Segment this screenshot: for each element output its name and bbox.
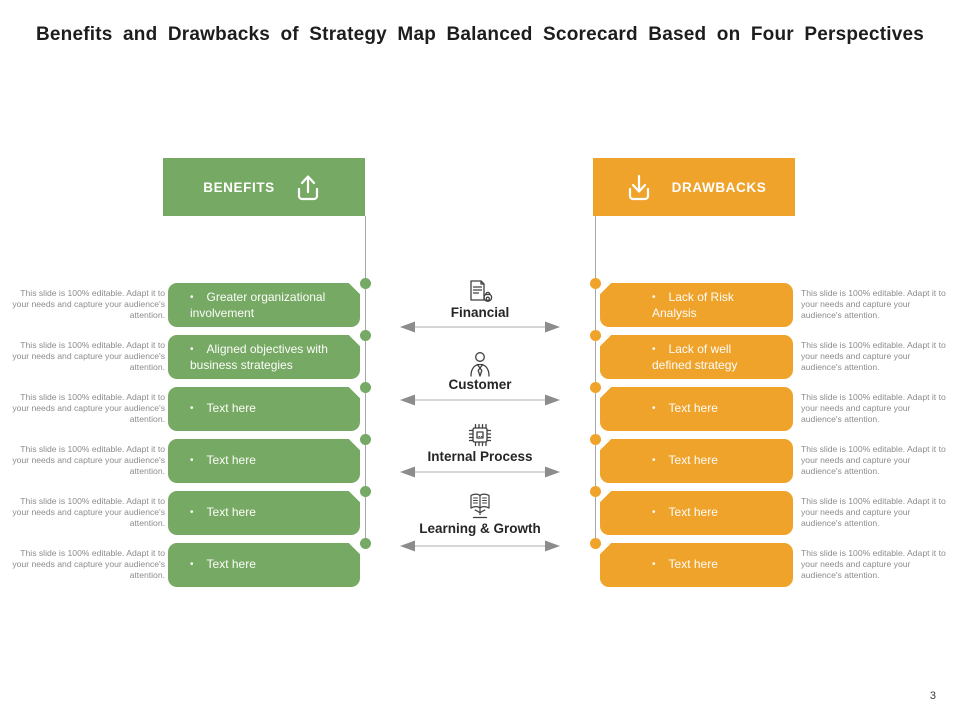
editable-note: This slide is 100% editable. Adapt it to… [801, 548, 946, 581]
drawback-item: Text here [600, 543, 793, 587]
editable-note: This slide is 100% editable. Adapt it to… [801, 288, 946, 321]
editable-note: This slide is 100% editable. Adapt it to… [801, 496, 946, 529]
drawback-item-label: Text here [600, 505, 718, 522]
connector-dot [360, 434, 371, 445]
drawback-item-label: Text here [600, 557, 718, 574]
connector-dot [360, 382, 371, 393]
connector-dot [590, 538, 601, 549]
drawbacks-header: DRAWBACKS [593, 158, 795, 216]
page-number: 3 [929, 690, 936, 702]
benefit-item-label: Text here [168, 557, 256, 574]
benefit-item-label: Aligned objectives with business strateg… [168, 342, 336, 373]
drawbacks-header-label: DRAWBACKS [671, 179, 767, 195]
connector-dot [360, 538, 371, 549]
connector-dot [590, 382, 601, 393]
perspective-label-learning-growth: Learning & Growth [419, 521, 541, 536]
editable-note: This slide is 100% editable. Adapt it to… [12, 340, 165, 373]
drawback-item-label: Lack of well defined strategy [600, 342, 770, 373]
open-book-growth-icon [400, 492, 560, 520]
drawback-item: Text here [600, 387, 793, 431]
upload-icon [297, 175, 318, 201]
editable-note: This slide is 100% editable. Adapt it to… [801, 444, 946, 477]
benefit-item: Text here [168, 543, 360, 587]
benefit-item-label: Text here [168, 453, 256, 470]
editable-note: This slide is 100% editable. Adapt it to… [12, 288, 165, 321]
benefit-item: Text here [168, 491, 360, 535]
left-right-arrow [400, 466, 560, 478]
drawback-item-label: Lack of Risk Analysis [600, 290, 770, 321]
editable-note: This slide is 100% editable. Adapt it to… [12, 444, 165, 477]
connector-dot [360, 278, 371, 289]
left-right-arrow [400, 540, 560, 552]
perspective-label-financial: Financial [450, 305, 510, 320]
benefits-header-label: BENEFITS [203, 179, 275, 195]
perspective-label-internal-process: Internal Process [427, 449, 533, 464]
connector-dot [360, 330, 371, 341]
drawback-item: Text here [600, 491, 793, 535]
editable-note: This slide is 100% editable. Adapt it to… [12, 392, 165, 425]
benefit-item-label: Text here [168, 401, 256, 418]
connector-dot [590, 278, 601, 289]
benefit-item: Text here [168, 387, 360, 431]
editable-note: This slide is 100% editable. Adapt it to… [12, 496, 165, 529]
left-right-arrow [400, 321, 560, 333]
customer-person-icon [400, 350, 560, 377]
connector-dot [360, 486, 371, 497]
slide-title: Benefits and Drawbacks of Strategy Map B… [35, 24, 925, 45]
drawback-item: Lack of Risk Analysis [600, 283, 793, 327]
drawback-item: Lack of well defined strategy [600, 335, 793, 379]
connector-dot [590, 434, 601, 445]
drawback-item: Text here [600, 439, 793, 483]
benefit-item-label: Greater organizational involvement [168, 290, 336, 321]
editable-note: This slide is 100% editable. Adapt it to… [801, 340, 946, 373]
editable-note: This slide is 100% editable. Adapt it to… [12, 548, 165, 581]
benefit-item-label: Text here [168, 505, 256, 522]
editable-note: This slide is 100% editable. Adapt it to… [801, 392, 946, 425]
cpu-chip-icon [400, 421, 560, 448]
benefit-item: Aligned objectives with business strateg… [168, 335, 360, 379]
left-right-arrow [400, 394, 560, 406]
connector-dot [590, 330, 601, 341]
perspective-label-customer: Customer [448, 377, 512, 392]
drawback-item-label: Text here [600, 401, 718, 418]
financial-document-money-icon [400, 279, 560, 306]
connector-dot [590, 486, 601, 497]
benefit-item: Greater organizational involvement [168, 283, 360, 327]
drawback-item-label: Text here [600, 453, 718, 470]
benefits-header: BENEFITS [163, 158, 365, 216]
benefit-item: Text here [168, 439, 360, 483]
download-icon [628, 174, 649, 201]
